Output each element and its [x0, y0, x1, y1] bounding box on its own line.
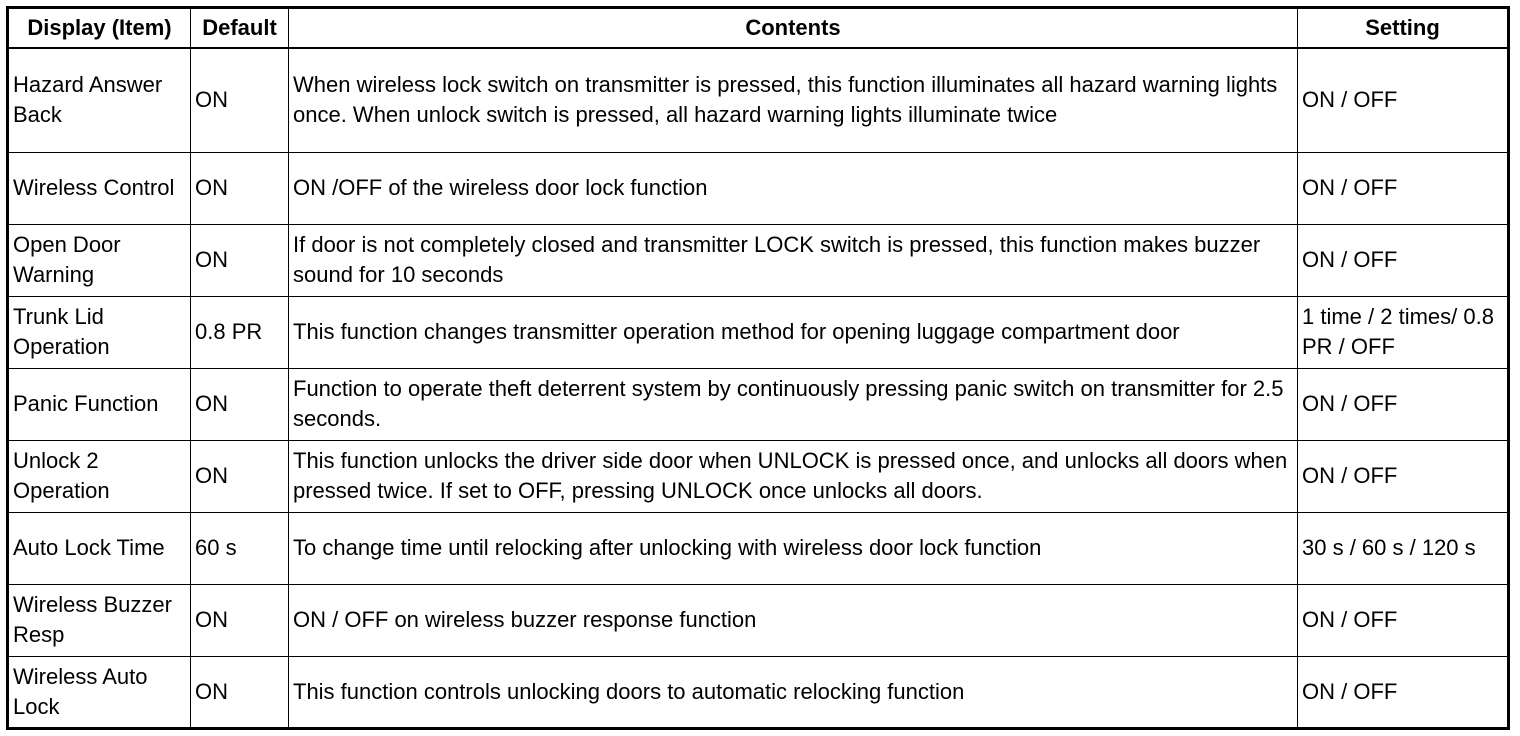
table-row: Auto Lock Time 60 s To change time until…	[7, 511, 1509, 585]
cell-setting: ON / OFF	[1297, 223, 1509, 297]
cell-setting: 30 s / 60 s / 120 s	[1297, 511, 1509, 585]
cell-contents: Function to operate theft deterrent syst…	[288, 367, 1298, 441]
cell-display-item: Wireless Control	[7, 151, 191, 225]
cell-setting: ON / OFF	[1297, 367, 1509, 441]
cell-display-item: Wireless Auto Lock	[7, 655, 191, 729]
cell-default: 60 s	[190, 511, 289, 585]
cell-display-item: Panic Function	[7, 367, 191, 441]
cell-contents: ON / OFF on wireless buzzer response fun…	[288, 583, 1298, 657]
header-default: Default	[190, 7, 289, 49]
cell-setting: ON / OFF	[1297, 655, 1509, 729]
header-setting: Setting	[1297, 7, 1509, 49]
cell-default: ON	[190, 151, 289, 225]
cell-default: 0.8 PR	[190, 295, 289, 369]
cell-contents: This function unlocks the driver side do…	[288, 439, 1298, 513]
cell-contents: When wireless lock switch on transmitter…	[288, 47, 1298, 153]
cell-display-item: Auto Lock Time	[7, 511, 191, 585]
cell-display-item: Wireless Buzzer Resp	[7, 583, 191, 657]
cell-setting: ON / OFF	[1297, 583, 1509, 657]
header-row: Display (Item) Default Contents Setting	[7, 7, 1509, 49]
cell-display-item: Trunk Lid Operation	[7, 295, 191, 369]
cell-setting: ON / OFF	[1297, 439, 1509, 513]
cell-default: ON	[190, 47, 289, 153]
cell-default: ON	[190, 439, 289, 513]
table-body: Hazard Answer Back ON When wireless lock…	[7, 47, 1509, 729]
cell-display-item: Unlock 2 Operation	[7, 439, 191, 513]
cell-default: ON	[190, 655, 289, 729]
table-row: Wireless Control ON ON /OFF of the wirel…	[7, 151, 1509, 225]
cell-contents: If door is not completely closed and tra…	[288, 223, 1298, 297]
cell-contents: ON /OFF of the wireless door lock functi…	[288, 151, 1298, 225]
cell-contents: This function controls unlocking doors t…	[288, 655, 1298, 729]
header-display-item: Display (Item)	[7, 7, 191, 49]
header-contents: Contents	[288, 7, 1298, 49]
cell-contents: This function changes transmitter operat…	[288, 295, 1298, 369]
cell-display-item: Hazard Answer Back	[7, 47, 191, 153]
table-row: Wireless Auto Lock ON This function cont…	[7, 655, 1509, 729]
cell-default: ON	[190, 583, 289, 657]
settings-table: Display (Item) Default Contents Setting …	[6, 6, 1510, 730]
table-row: Unlock 2 Operation ON This function unlo…	[7, 439, 1509, 513]
cell-setting: ON / OFF	[1297, 151, 1509, 225]
cell-default: ON	[190, 223, 289, 297]
cell-display-item: Open Door Warning	[7, 223, 191, 297]
table-row: Trunk Lid Operation 0.8 PR This function…	[7, 295, 1509, 369]
table-row: Open Door Warning ON If door is not comp…	[7, 223, 1509, 297]
cell-default: ON	[190, 367, 289, 441]
table-row: Wireless Buzzer Resp ON ON / OFF on wire…	[7, 583, 1509, 657]
cell-setting: ON / OFF	[1297, 47, 1509, 153]
table-row: Hazard Answer Back ON When wireless lock…	[7, 47, 1509, 153]
cell-contents: To change time until relocking after unl…	[288, 511, 1298, 585]
table-header: Display (Item) Default Contents Setting	[7, 7, 1509, 49]
table-row: Panic Function ON Function to operate th…	[7, 367, 1509, 441]
cell-setting: 1 time / 2 times/ 0.8 PR / OFF	[1297, 295, 1509, 369]
